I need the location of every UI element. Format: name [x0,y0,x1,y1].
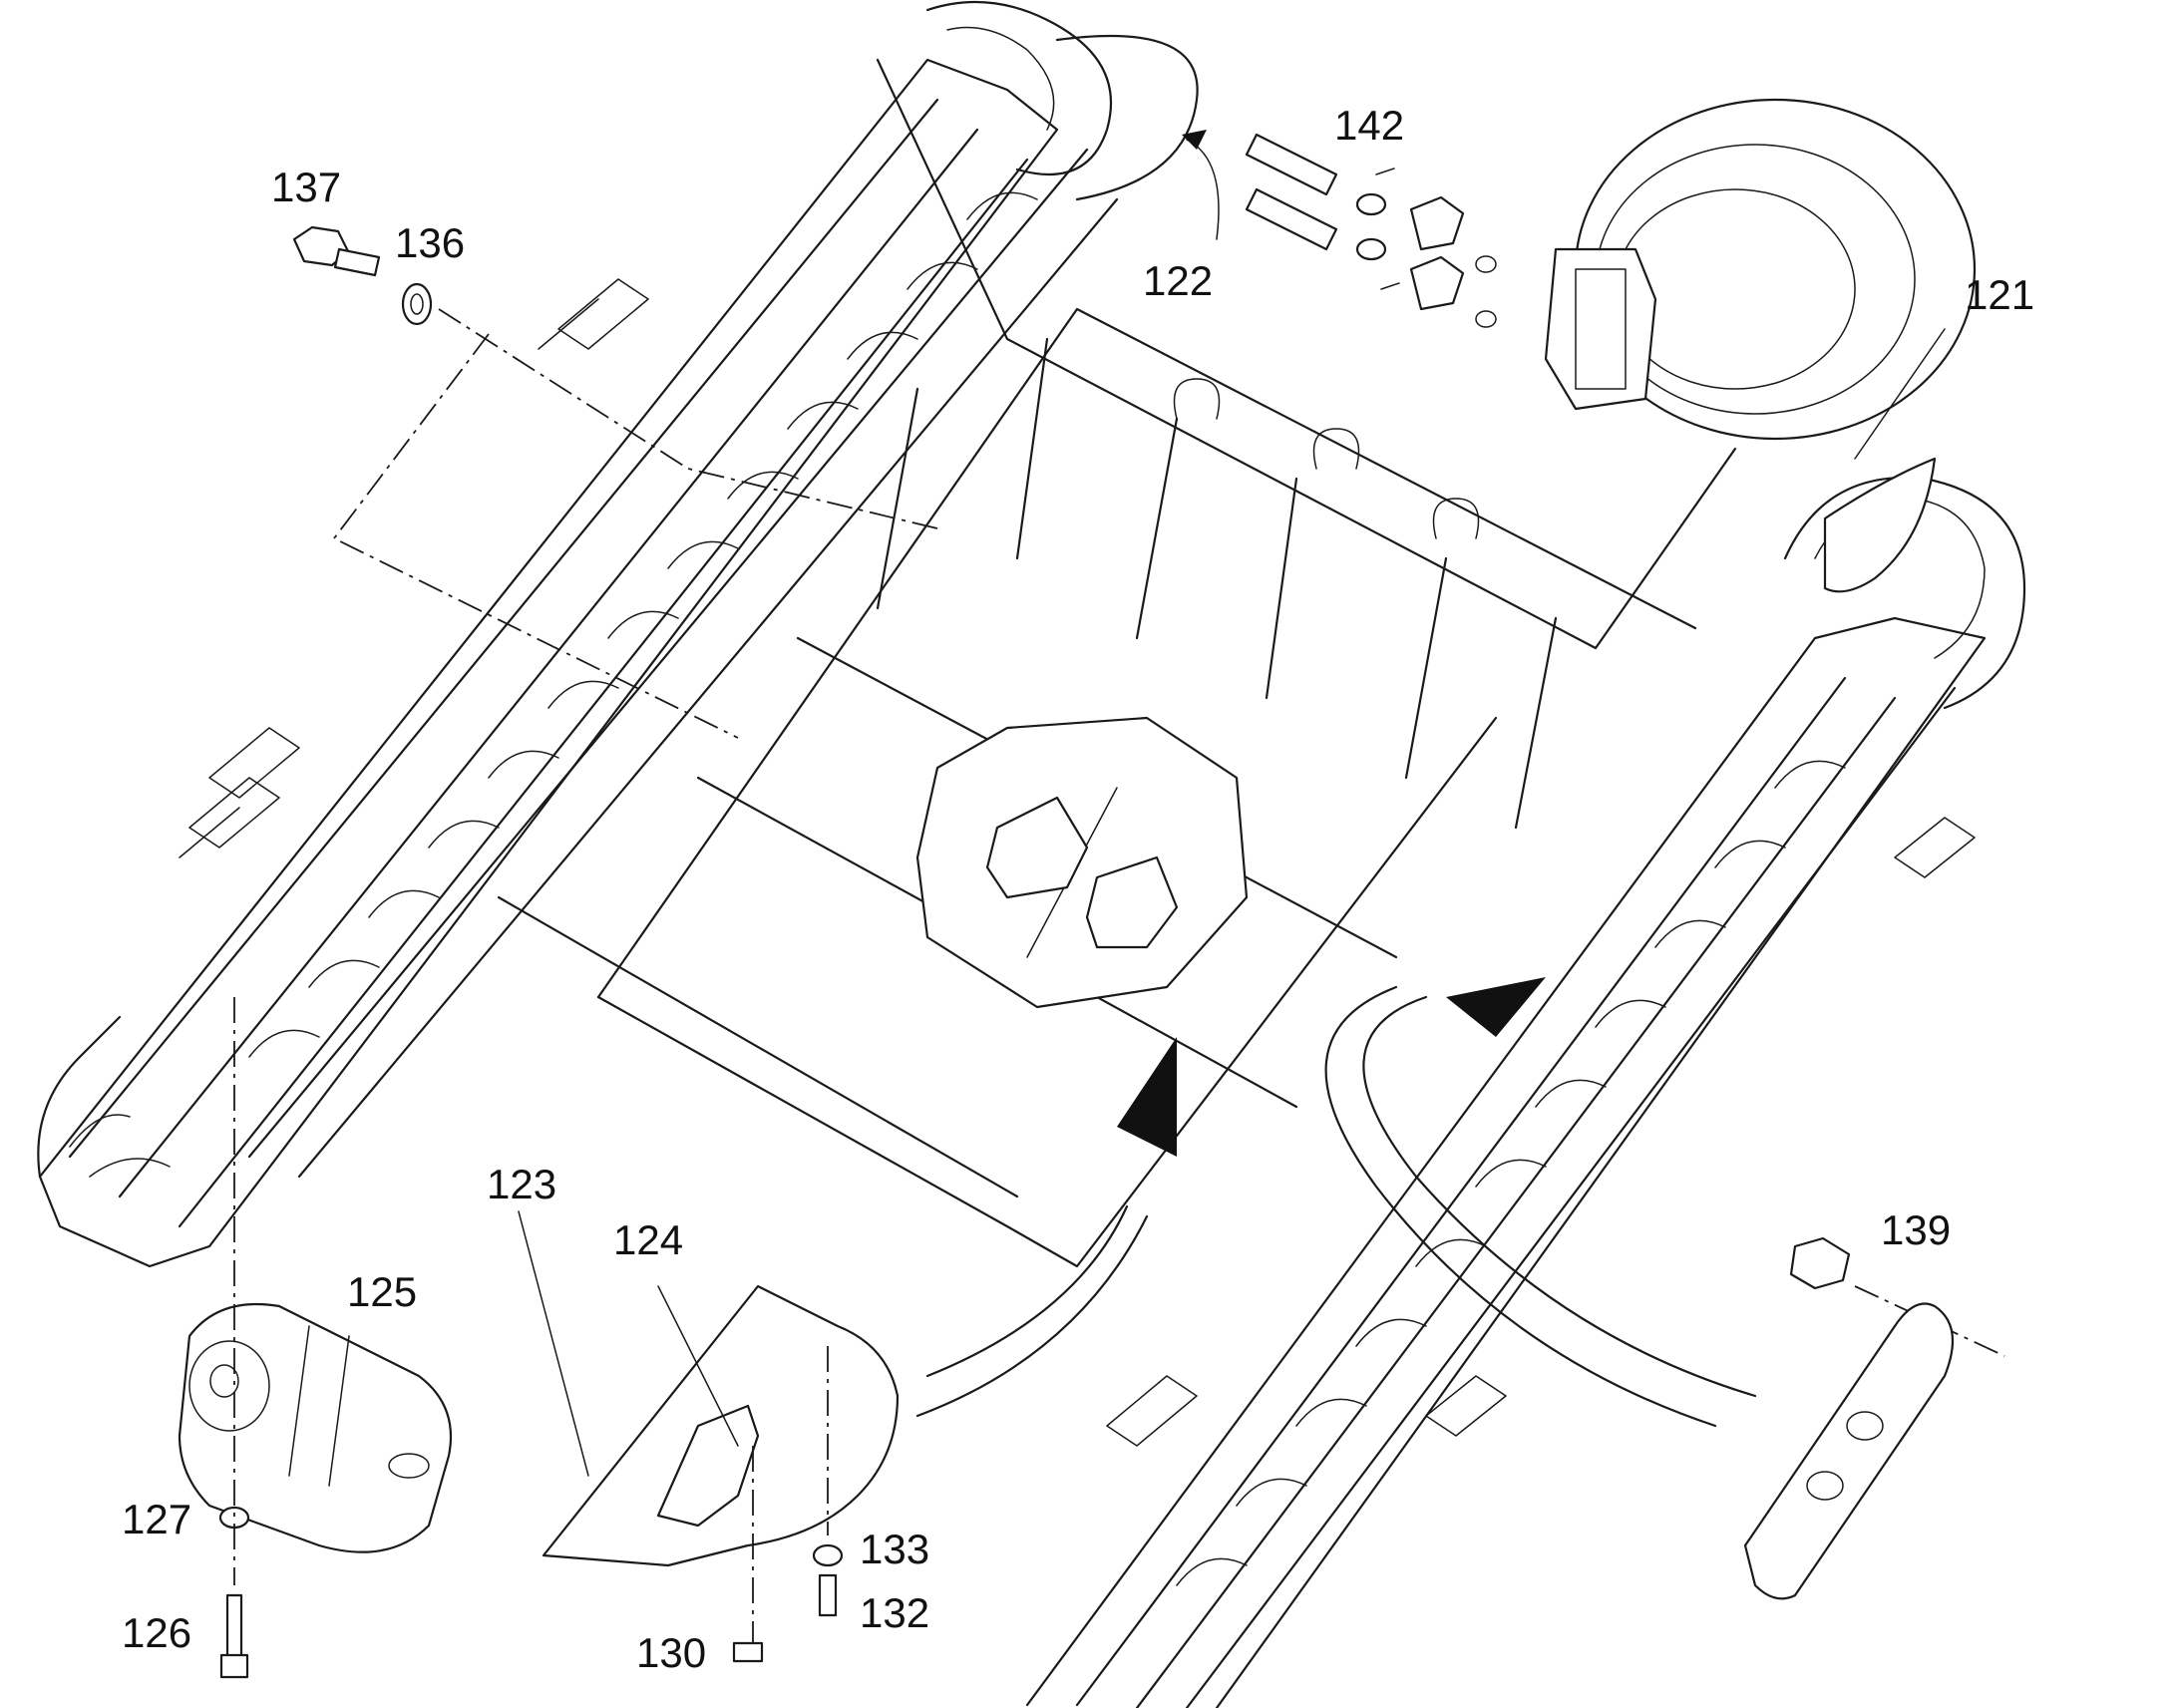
callout-132: 132 [860,1589,929,1636]
washer-133 [812,1543,844,1567]
callout-139: 139 [1881,1206,1951,1253]
callout-136: 136 [395,219,465,266]
callout-127: 127 [122,1496,191,1542]
bolt-132 [818,1573,838,1617]
hose-assembly [1245,133,1497,328]
idler-125 [178,1302,453,1553]
callout-125: 125 [347,1268,417,1315]
left-track-frame [37,0,1199,1268]
arrow-right [1324,977,1757,1428]
plate-cover-left [985,796,1089,899]
bolt-130 [732,1641,764,1663]
center-plate [915,716,1249,1009]
callout-123: 123 [487,1161,556,1207]
bolt-126 [219,1593,249,1679]
callout-labels: 121 122 123 124 125 126 127 130 132 133 … [122,102,2034,1676]
part-121-sheet [1823,457,1937,593]
washer-136 [401,282,433,326]
callout-126: 126 [122,1609,191,1656]
bolt-139 [1789,1236,1851,1290]
callout-130: 130 [636,1629,706,1676]
plate-cover-right [1085,855,1179,949]
leader-lines [518,130,1946,1477]
callout-122: 122 [1143,257,1213,304]
callout-133: 133 [860,1526,929,1572]
callout-121: 121 [1965,271,2034,318]
bolt-137 [292,225,381,277]
travel-motor [1544,98,1977,441]
callout-137: 137 [271,164,341,210]
center-frame [497,58,1737,1268]
callout-142: 142 [1334,102,1404,149]
callout-124: 124 [613,1216,683,1263]
arrow-center [915,1037,1177,1418]
plate-139 [1743,1302,1955,1600]
